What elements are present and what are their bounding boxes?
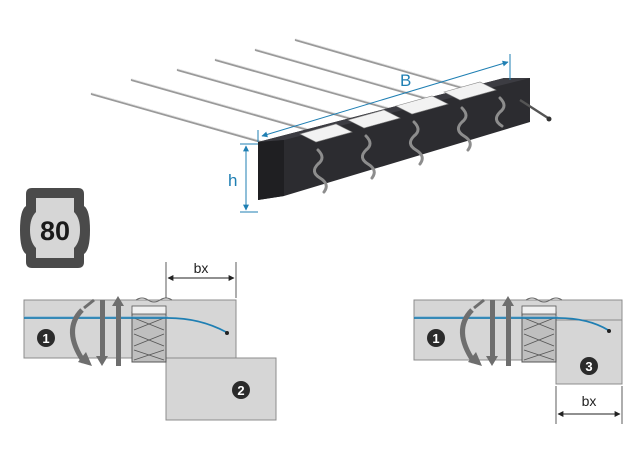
detail-left-marker-1: 1	[42, 331, 49, 346]
dimension-width: B	[257, 54, 511, 142]
wall-left-second	[165, 357, 277, 421]
detail-right: bx 1 3	[413, 296, 623, 424]
size-badge: 80	[20, 188, 90, 268]
wall-left-first	[23, 299, 237, 359]
dimension-height: h	[228, 143, 258, 213]
detail-left: bx 1 2	[23, 260, 277, 421]
dimension-height-label: h	[228, 171, 237, 190]
detail-left-dimension: bx	[194, 260, 209, 276]
detail-right-marker-1: 1	[432, 331, 439, 346]
detail-left-marker-2: 2	[237, 383, 244, 398]
connector-product: B h	[90, 38, 552, 213]
detail-right-marker-3: 3	[585, 359, 592, 374]
size-badge-value: 80	[40, 216, 70, 246]
dimension-width-label: B	[400, 71, 411, 90]
detail-right-dimension: bx	[582, 393, 597, 409]
connector-block	[258, 78, 552, 200]
